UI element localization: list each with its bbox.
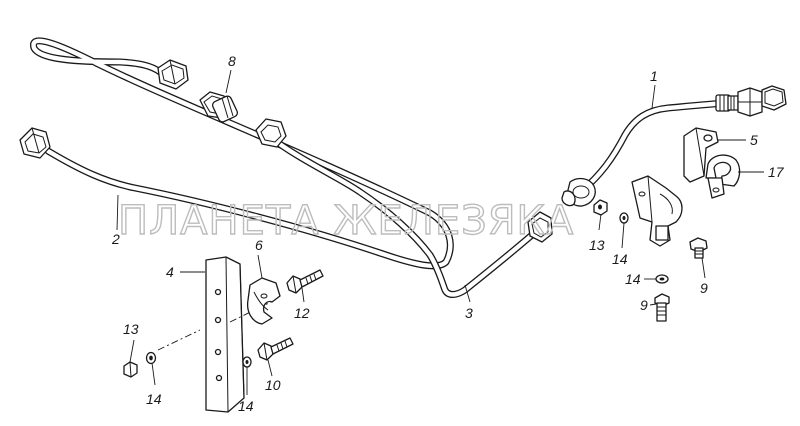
bolt-12: [286, 269, 324, 294]
leader-lines: [116, 69, 764, 395]
washer-14-plate: [242, 356, 252, 368]
bracket-5: [683, 127, 719, 183]
callout-9-upper: 9: [700, 280, 708, 296]
callout-12: 12: [294, 305, 310, 321]
callout-10: 10: [265, 377, 281, 393]
callout-17: 17: [768, 164, 785, 180]
callout-14-left: 14: [146, 391, 162, 407]
nut-13-left: [123, 361, 138, 378]
bolt-9-lower: [654, 293, 670, 322]
callout-2: 2: [111, 231, 120, 247]
washer-14-bracket: [619, 212, 629, 224]
washer-14-left: [145, 351, 157, 365]
pipe-1-left-fitting: [561, 177, 596, 207]
nut-13-right: [593, 199, 608, 216]
pipe-3-nut-right: [527, 211, 553, 243]
callout-14-bracket: 14: [612, 251, 628, 267]
clamp-6: [246, 277, 281, 325]
bracket-assembly-right: [631, 175, 683, 247]
callout-14-lower: 14: [625, 271, 641, 287]
pipe-nut-left: [19, 127, 51, 159]
callout-13-left: 13: [123, 321, 139, 337]
washer-14-lower: [655, 274, 669, 284]
centerline-left: [157, 329, 201, 351]
adapter-8: [199, 91, 239, 123]
pipe-2-loop: [30, 37, 454, 270]
callout-6: 6: [255, 237, 263, 253]
callout-8: 8: [228, 53, 236, 69]
pipe-1: [579, 99, 732, 194]
callout-1: 1: [650, 68, 658, 84]
pipe-3: [266, 133, 544, 298]
bracket-plate-4: [205, 256, 245, 413]
pipe-1-right-fitting: [715, 85, 787, 117]
pipe-3-nut-left: [255, 118, 287, 148]
watermark-text: ПЛАНЕТА ЖЕЛЕЗЯКА: [118, 198, 574, 244]
pipe-nut-upper: [157, 59, 189, 90]
callout-14-plate: 14: [238, 398, 254, 414]
callout-4: 4: [166, 264, 174, 280]
callout-5: 5: [750, 132, 758, 148]
clamp-17: [705, 154, 741, 199]
bolt-10: [257, 337, 294, 361]
callout-13-right: 13: [589, 237, 605, 253]
callout-3: 3: [465, 305, 473, 321]
callout-9-lower: 9: [640, 297, 648, 313]
bolt-9-upper: [689, 237, 708, 259]
callouts: 1 2 3 4 5 6 8 9 9 10 12 13 13 14 14 14 1…: [111, 53, 785, 414]
